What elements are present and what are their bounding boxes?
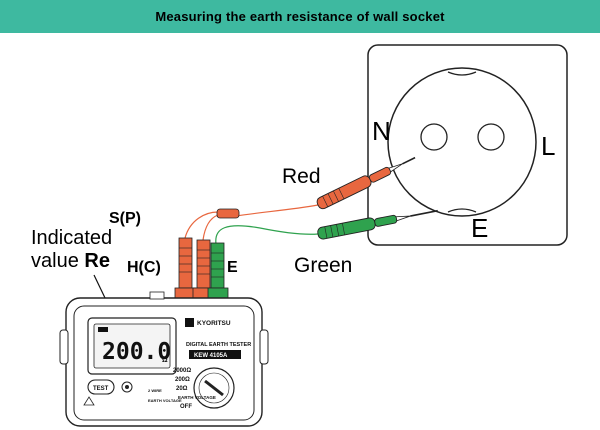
socket-label-e: E: [471, 213, 488, 243]
lcd-screen: [93, 323, 171, 369]
range-label-2000: 2000Ω: [173, 368, 191, 374]
switch-label-off: OFF: [180, 404, 192, 410]
socket-hole-l: [477, 123, 505, 151]
tester-top-clip: [149, 291, 165, 300]
indicated-label-line1: Indicated: [31, 227, 112, 249]
earth-tester: 200.0 Ω KYORITSU DIGITAL EARTH TESTER KE…: [59, 291, 269, 427]
lcd-unit: Ω: [162, 357, 168, 364]
socket-label-n: N: [372, 116, 391, 146]
rotary-switch-pointer: [204, 379, 224, 397]
socket-hole-n: [420, 123, 448, 151]
green-probe: [317, 209, 438, 240]
model-number-plate: [189, 350, 241, 359]
red-wire-to-sp: [202, 214, 219, 241]
title-banner: Measuring the earth resistance of wall s…: [0, 0, 600, 33]
range-label-20: 20Ω: [176, 386, 188, 392]
backlight-icon: [125, 385, 129, 389]
terminal-label-hc: H(C): [127, 259, 161, 276]
brand-name: KYORITSU: [197, 320, 231, 327]
socket-label-l: L: [541, 131, 555, 161]
plug-e: [207, 242, 229, 303]
indicated-label-line2: value Re: [31, 250, 110, 272]
earth-clip-top: [447, 71, 477, 76]
range-label-200: 200Ω: [175, 377, 190, 383]
model-number: KEW 4105A: [194, 353, 228, 359]
side-label-2-wire: 2 WIRE: [148, 388, 162, 393]
test-button-label: TEST: [93, 386, 109, 392]
indicated-prefix: value: [31, 250, 84, 272]
green-wire: [215, 225, 319, 245]
brand-logo-icon: [185, 318, 194, 327]
side-label-earth-voltage: EARTH VOLTAGE: [148, 398, 182, 403]
switch-label-earth-voltage: EARTH VOLTAGE: [178, 395, 216, 400]
red-lead-label: Red: [282, 165, 321, 188]
wall-socket: N L E: [367, 44, 568, 246]
warning-icon: [83, 396, 95, 406]
tester-side-grip-left: [59, 329, 69, 365]
battery-icon: [98, 327, 108, 332]
green-lead-label: Green: [294, 254, 352, 277]
model-title: DIGITAL EARTH TESTER: [186, 342, 251, 348]
earth-clip-bottom: [447, 208, 477, 213]
page-title: Measuring the earth resistance of wall s…: [155, 9, 445, 24]
wire-splice-sleeve: [216, 208, 240, 219]
tester-side-grip-right: [259, 329, 269, 365]
terminal-label-e: E: [227, 259, 238, 276]
lcd-reading: 200.0: [102, 339, 171, 365]
terminal-label-sp: S(P): [109, 210, 141, 227]
red-wire: [235, 204, 319, 217]
indicated-symbol: Re: [84, 250, 110, 272]
red-wire-to-hc: [184, 211, 219, 239]
red-probe: [316, 156, 416, 210]
test-button[interactable]: [87, 379, 115, 395]
socket-face: [387, 67, 537, 217]
